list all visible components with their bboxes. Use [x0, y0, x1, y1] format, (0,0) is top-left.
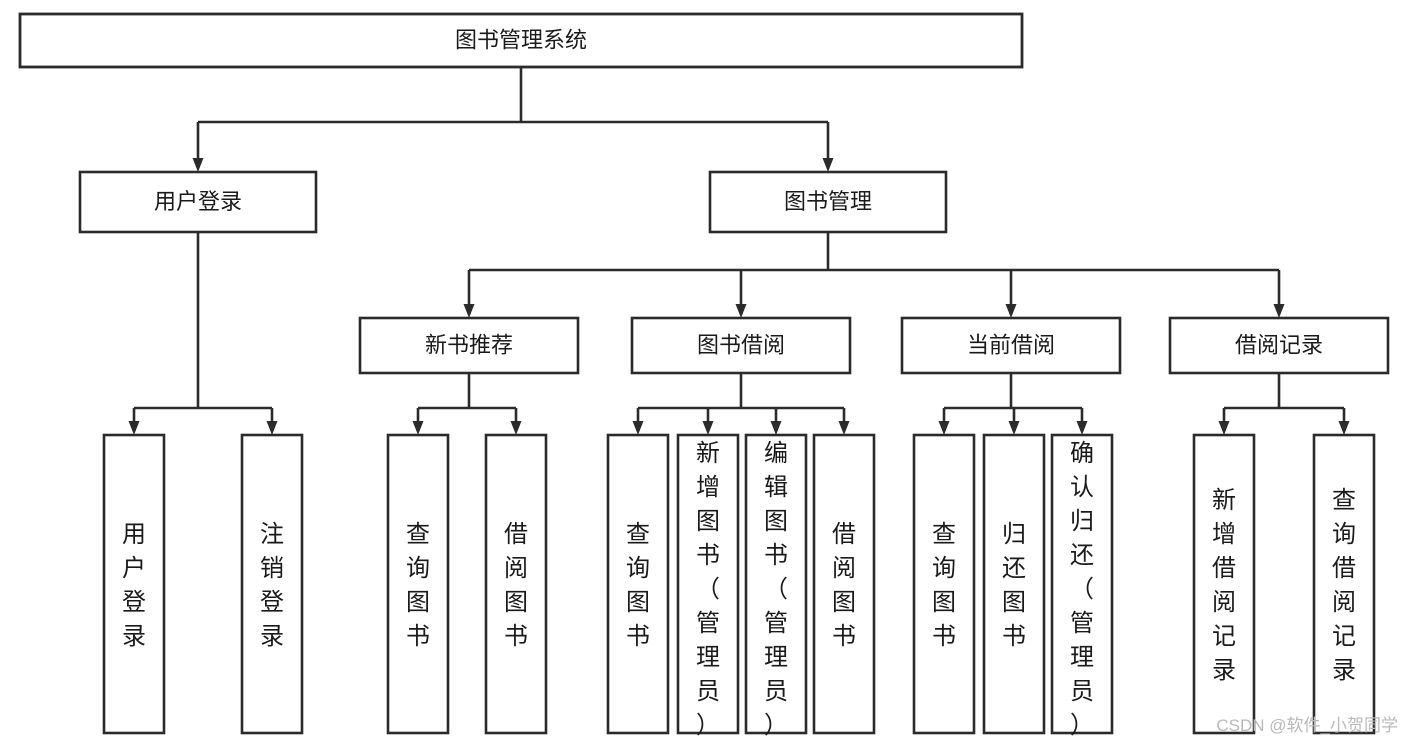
node-box-book-borrow — [630, 316, 852, 375]
book-borrow-to-leaves-branch-3-arrowhead — [838, 421, 850, 435]
node-label-bb-edit-book: 编辑图书（管理员） — [764, 440, 788, 739]
node-label-current-borrow: 当前借阅 — [967, 332, 1055, 357]
node-nbr-query-book[interactable]: 查询图书 — [386, 433, 450, 735]
node-box-bb-edit-book — [744, 433, 808, 735]
node-user-login[interactable]: 用户登录 — [78, 170, 318, 234]
node-box-br-query-record — [1312, 433, 1376, 735]
node-box-bb-query-book — [606, 433, 670, 735]
book-manage-to-level3-branch-1-arrowhead — [735, 304, 747, 318]
node-bb-edit-book[interactable]: 编辑图书（管理员） — [744, 433, 808, 739]
current-borrow-to-leaves-branch-0-arrowhead — [938, 421, 950, 435]
node-box-nbr-query-book — [386, 433, 450, 735]
node-box-root — [18, 12, 1024, 69]
user-login-to-leaves-branch-0-arrowhead — [128, 421, 140, 435]
node-label-br-query-record: 查询借阅记录 — [1332, 487, 1356, 684]
current-borrow-to-leaves-branch-2-arrowhead — [1076, 421, 1088, 435]
new-book-recommend-to-leaves-branch-1-arrowhead — [510, 421, 522, 435]
node-cb-confirm-return[interactable]: 确认归还（管理员） — [1050, 433, 1114, 739]
root-to-level2-branch-0-arrowhead — [192, 158, 204, 172]
connector-layer — [128, 67, 1350, 435]
node-br-query-record[interactable]: 查询借阅记录 — [1312, 433, 1376, 735]
node-box-user-logout — [240, 433, 304, 735]
node-label-user-login: 用户登录 — [154, 189, 242, 214]
borrow-record-to-leaves-branch-0-arrowhead — [1218, 421, 1230, 435]
node-br-add-record[interactable]: 新增借阅记录 — [1192, 433, 1256, 735]
node-label-br-add-record: 新增借阅记录 — [1212, 487, 1236, 684]
node-user-logout[interactable]: 注销登录 — [240, 433, 304, 735]
node-label-root: 图书管理系统 — [455, 27, 587, 52]
node-label-nbr-query-book: 查询图书 — [406, 521, 430, 650]
root-to-level2-branch-1-arrowhead — [822, 158, 834, 172]
node-box-user-login — [78, 170, 318, 234]
csdn-watermark: CSDN @软件_小贺同学 — [1216, 716, 1398, 735]
node-box-book-manage — [708, 170, 948, 234]
node-label-bb-borrow-book: 借阅图书 — [832, 521, 856, 650]
node-label-user-login-do: 用户登录 — [122, 521, 146, 650]
user-login-to-leaves-branch-1-arrowhead — [266, 421, 278, 435]
node-label-new-book-recommend: 新书推荐 — [425, 332, 513, 357]
node-box-user-login-do — [102, 433, 166, 735]
node-box-bb-borrow-book — [812, 433, 876, 735]
node-box-new-book-recommend — [358, 316, 580, 375]
node-nbr-borrow-book[interactable]: 借阅图书 — [484, 433, 548, 735]
book-manage-to-level3-branch-3-arrowhead — [1273, 304, 1285, 318]
node-bb-borrow-book[interactable]: 借阅图书 — [812, 433, 876, 735]
node-label-cb-return-book: 归还图书 — [1002, 521, 1026, 650]
node-box-cb-return-book — [982, 433, 1046, 735]
node-box-cb-confirm-return — [1050, 433, 1114, 735]
node-layer: 图书管理系统用户登录图书管理新书推荐图书借阅当前借阅借阅记录用户登录注销登录查询… — [18, 12, 1390, 739]
node-box-bb-add-book — [676, 433, 740, 735]
node-box-borrow-record — [1168, 316, 1390, 375]
node-bb-query-book[interactable]: 查询图书 — [606, 433, 670, 735]
book-borrow-to-leaves-branch-2-arrowhead — [770, 421, 782, 435]
book-manage-to-level3-branch-2-arrowhead — [1005, 304, 1017, 318]
node-box-br-add-record — [1192, 433, 1256, 735]
node-user-login-do[interactable]: 用户登录 — [102, 433, 166, 735]
node-label-borrow-record: 借阅记录 — [1235, 332, 1323, 357]
node-cb-query-book[interactable]: 查询图书 — [912, 433, 976, 735]
current-borrow-to-leaves-branch-1-arrowhead — [1008, 421, 1020, 435]
book-manage-to-level3-branch-0-arrowhead — [463, 304, 475, 318]
borrow-record-to-leaves-branch-1-arrowhead — [1338, 421, 1350, 435]
node-current-borrow[interactable]: 当前借阅 — [900, 316, 1122, 375]
node-label-bb-add-book: 新增图书（管理员） — [696, 440, 720, 739]
node-box-current-borrow — [900, 316, 1122, 375]
node-label-user-logout: 注销登录 — [260, 521, 284, 650]
node-box-nbr-borrow-book — [484, 433, 548, 735]
node-new-book-recommend[interactable]: 新书推荐 — [358, 316, 580, 375]
node-label-nbr-borrow-book: 借阅图书 — [504, 521, 528, 650]
node-label-cb-query-book: 查询图书 — [932, 521, 956, 650]
node-box-cb-query-book — [912, 433, 976, 735]
node-cb-return-book[interactable]: 归还图书 — [982, 433, 1046, 735]
node-borrow-record[interactable]: 借阅记录 — [1168, 316, 1390, 375]
new-book-recommend-to-leaves-branch-0-arrowhead — [412, 421, 424, 435]
node-label-book-borrow: 图书借阅 — [697, 332, 785, 357]
node-book-borrow[interactable]: 图书借阅 — [630, 316, 852, 375]
node-label-book-manage: 图书管理 — [784, 189, 872, 214]
book-borrow-to-leaves-branch-1-arrowhead — [702, 421, 714, 435]
node-bb-add-book[interactable]: 新增图书（管理员） — [676, 433, 740, 739]
book-borrow-to-leaves-branch-0-arrowhead — [632, 421, 644, 435]
node-label-bb-query-book: 查询图书 — [626, 521, 650, 650]
node-label-cb-confirm-return: 确认归还（管理员） — [1070, 440, 1094, 739]
node-root[interactable]: 图书管理系统 — [18, 12, 1024, 69]
node-book-manage[interactable]: 图书管理 — [708, 170, 948, 234]
